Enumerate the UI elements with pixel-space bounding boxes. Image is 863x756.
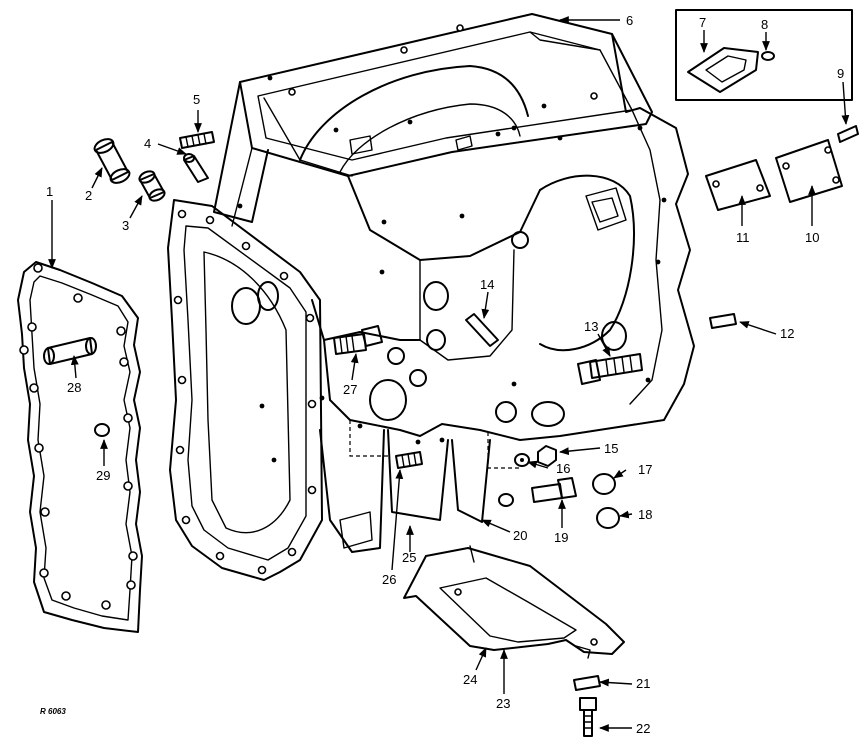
plug-18	[596, 507, 620, 529]
construction-line	[349, 420, 388, 457]
bushing-2	[93, 138, 131, 184]
pin-12	[709, 313, 737, 329]
pin-4	[183, 153, 209, 183]
front-cover-gasket	[17, 261, 143, 633]
stud-5	[179, 131, 215, 149]
callout-5: 5	[193, 92, 200, 107]
bolt-13	[577, 353, 643, 385]
callout-17: 17	[638, 462, 652, 477]
callout-10: 10	[805, 230, 819, 245]
callout-27: 27	[343, 382, 357, 397]
callout-16: 16	[556, 461, 570, 476]
construction-line	[487, 432, 520, 469]
callout-22: 22	[636, 721, 650, 736]
callout-6: 6	[626, 13, 633, 28]
callout-28: 28	[67, 380, 81, 395]
callout-23: 23	[496, 696, 510, 711]
washer-20	[498, 493, 514, 507]
plug-29	[94, 423, 110, 437]
callout-8: 8	[761, 17, 768, 32]
inset-box-7-8	[675, 9, 853, 101]
callout-15: 15	[604, 441, 618, 456]
bolt-19	[531, 477, 577, 503]
nut-15	[537, 445, 557, 467]
callout-1: 1	[46, 184, 53, 199]
transmission-case-6	[167, 13, 695, 581]
callout-21: 21	[636, 676, 650, 691]
callout-12: 12	[780, 326, 794, 341]
callout-26: 26	[382, 572, 396, 587]
screw-9	[837, 125, 859, 143]
bolt-27	[333, 325, 383, 355]
dowel-pin-28	[43, 337, 97, 365]
callout-18: 18	[638, 507, 652, 522]
pin-14	[465, 313, 499, 347]
callout-29: 29	[96, 468, 110, 483]
callout-24: 24	[463, 672, 477, 687]
callout-11: 11	[736, 230, 750, 245]
callout-14: 14	[480, 277, 494, 292]
figure-code: R 6063	[40, 707, 66, 716]
plug-17	[592, 473, 616, 495]
bottom-plate-23	[403, 545, 625, 659]
cover-11	[705, 159, 771, 211]
leader-lines	[48, 16, 850, 732]
bolt-22	[579, 697, 597, 737]
callout-labels: 1 2 3 4 5 6 7 8 9 10 11 12 13 14 15 16 1…	[40, 13, 844, 736]
callout-25: 25	[402, 550, 416, 565]
bushing-3	[138, 170, 166, 202]
lock-21	[573, 675, 601, 691]
callout-20: 20	[513, 528, 527, 543]
stud-26	[395, 451, 423, 469]
callout-19: 19	[554, 530, 568, 545]
callout-3: 3	[122, 218, 129, 233]
callout-9: 9	[837, 66, 844, 81]
cover-10	[775, 139, 843, 203]
callout-13: 13	[584, 319, 598, 334]
callout-2: 2	[85, 188, 92, 203]
washer-16	[514, 453, 530, 467]
callout-4: 4	[144, 136, 151, 151]
callout-7: 7	[699, 15, 706, 30]
